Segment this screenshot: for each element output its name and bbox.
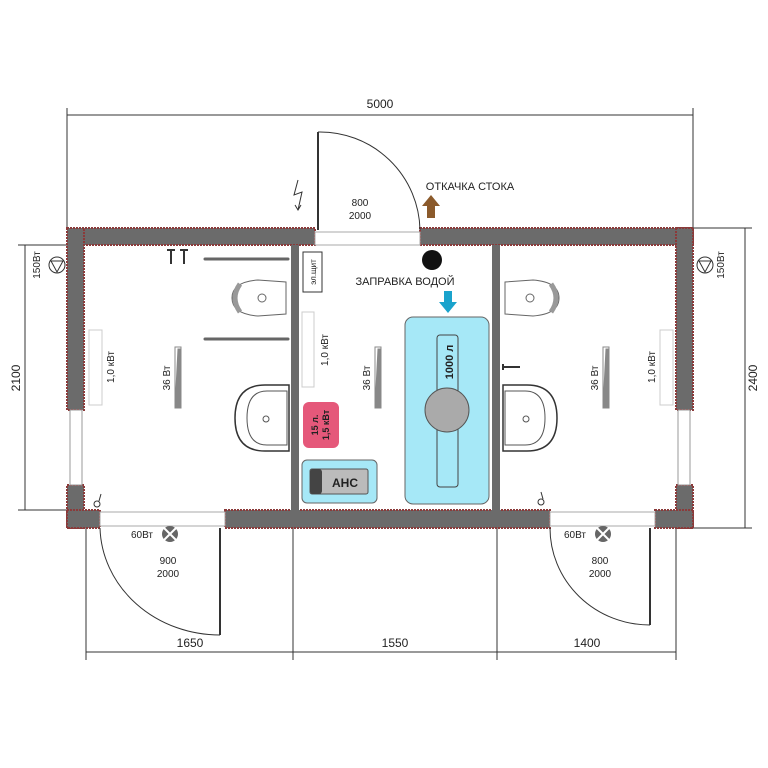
- light-left-label: 36 Вт: [162, 365, 173, 390]
- light-switches-icon: [93, 491, 545, 508]
- dim-bottom-right: 1400: [574, 636, 601, 650]
- drain-label: ОТКАЧКА СТОКА: [426, 181, 515, 193]
- door-top-height: 2000: [349, 211, 372, 222]
- dimension-lines: [18, 108, 752, 660]
- towel-hooks-icon: [167, 249, 520, 370]
- ceiling-lights: [174, 346, 610, 409]
- light-right-label: 36 Вт: [590, 365, 601, 390]
- pump-label: АНС: [332, 476, 358, 490]
- pump-motor: [310, 469, 322, 494]
- door-left-height: 2000: [157, 569, 180, 580]
- light-middle-label: 36 Вт: [362, 365, 373, 390]
- door-lamp-right-icon: [595, 526, 611, 542]
- heater-power: 1,5 кВт: [321, 409, 331, 440]
- heater-middle-label: 1,0 кВт: [320, 334, 331, 366]
- outdoor-lamp-left-icon: [48, 256, 66, 274]
- windows: [69, 409, 691, 486]
- sink-left: [234, 384, 290, 452]
- sink-right: [502, 384, 558, 452]
- dim-bottom-left: 1650: [177, 636, 204, 650]
- dim-bottom-middle: 1550: [382, 636, 409, 650]
- door-lamp-right-label: 60Вт: [564, 530, 586, 541]
- dim-total-width: 5000: [367, 97, 394, 111]
- dim-right-height: 2400: [746, 364, 760, 391]
- heater-left-label: 1,0 кВт: [106, 351, 117, 383]
- door-right-width: 800: [592, 556, 609, 567]
- toilet-right: [504, 279, 560, 317]
- radiators: [88, 311, 674, 406]
- door-left-width: 900: [160, 556, 177, 567]
- water-heater: [303, 402, 339, 448]
- outdoor-lamp-right-icon: [696, 256, 714, 274]
- electrical-panel: [302, 251, 323, 293]
- drain-outlet: [422, 250, 442, 270]
- tank-label: 1000 л: [444, 345, 456, 380]
- outdoor-lamp-left-label: 150Вт: [32, 251, 43, 279]
- door-lamp-left-label: 60Вт: [131, 530, 153, 541]
- outer-walls: [66, 227, 694, 529]
- outdoor-lamp-right-label: 150Вт: [716, 251, 727, 279]
- door-right-height: 2000: [589, 569, 612, 580]
- doors: [99, 131, 656, 636]
- tank-hatch: [424, 387, 470, 433]
- door-top-width: 800: [352, 198, 369, 209]
- panel-label: эл.щит: [309, 259, 318, 285]
- water-fill-label: ЗАПРАВКА ВОДОЙ: [355, 275, 454, 288]
- drain-arrow-icon: [422, 195, 440, 218]
- power-input-icon: [293, 179, 303, 211]
- interior-walls: [291, 245, 500, 512]
- toilet-left: [231, 279, 287, 317]
- dim-left-height: 2100: [9, 364, 23, 391]
- heater-right-label: 1,0 кВт: [647, 351, 658, 383]
- door-lamp-left-icon: [162, 526, 178, 542]
- heater-volume: 15 л.: [310, 415, 320, 436]
- toilet-partitions: [203, 257, 290, 341]
- water-arrow-icon: [439, 291, 457, 313]
